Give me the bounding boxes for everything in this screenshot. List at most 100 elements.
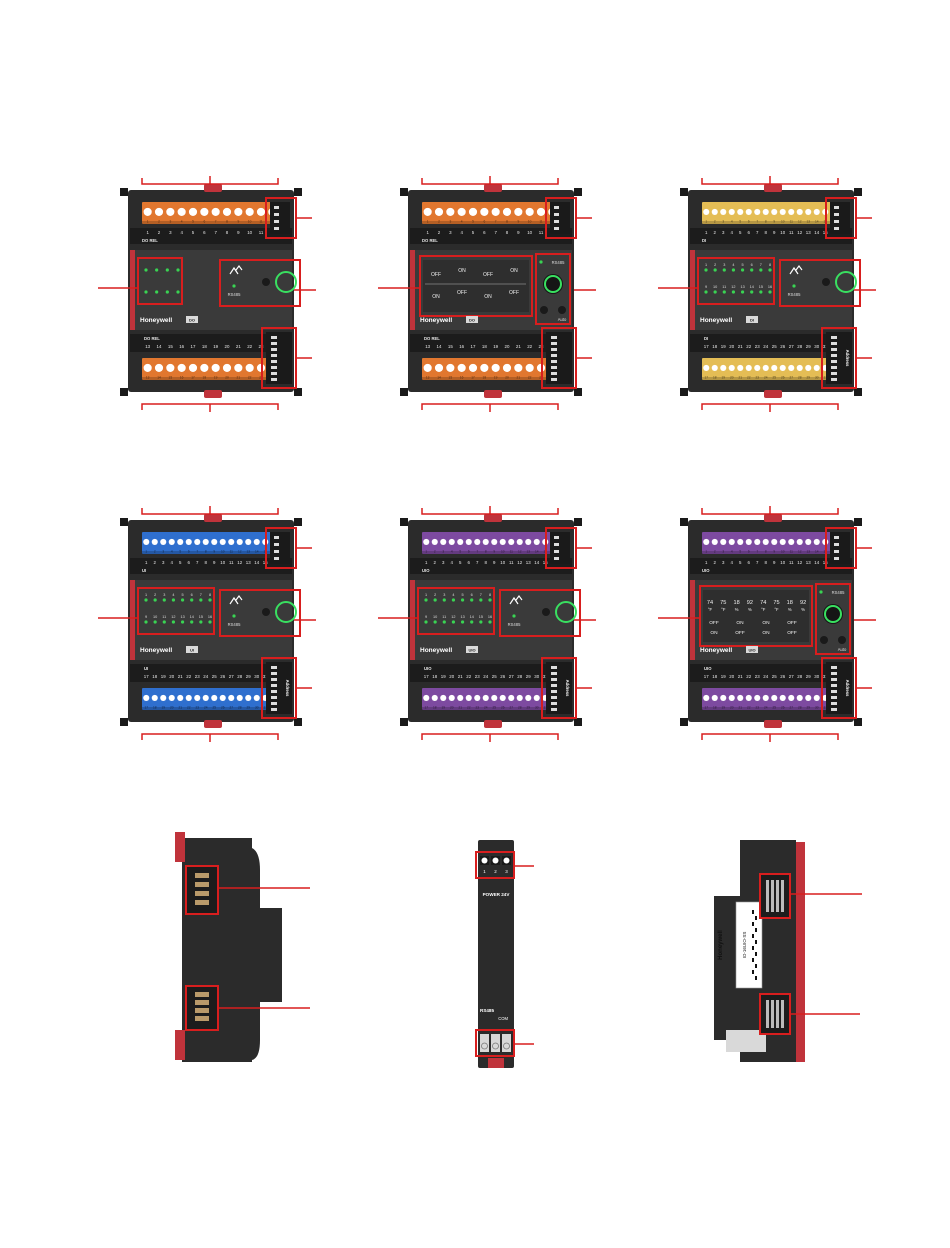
terminal-body	[422, 532, 558, 554]
channel-number: 6	[188, 560, 191, 565]
terminal-screw	[245, 207, 254, 216]
connector-pin	[195, 882, 209, 887]
terminal-screw	[703, 364, 710, 371]
connector-pin	[554, 543, 559, 546]
terminal-number: 14	[535, 550, 539, 554]
led-number: 3	[723, 263, 725, 267]
address-label: Address	[565, 680, 570, 697]
terminal-shadow	[422, 551, 558, 554]
terminal-number: 8	[506, 220, 508, 224]
channel-number: 4	[460, 230, 463, 235]
terminal-number: 5	[739, 550, 741, 554]
terminal-number: 16	[180, 376, 184, 380]
service-icon	[229, 595, 243, 605]
dip-switch	[271, 372, 277, 375]
connector-pin	[195, 1016, 209, 1021]
connector-pin	[834, 550, 839, 553]
channel-number: 29	[806, 344, 811, 349]
led-number: 7	[200, 593, 202, 597]
channel-number: 18	[482, 344, 487, 349]
connector-pin	[274, 543, 279, 546]
terminal-body	[422, 202, 558, 224]
terminal-screw	[143, 363, 152, 372]
connector-pin	[195, 891, 209, 896]
led-group-callout	[137, 587, 215, 635]
status-led	[460, 598, 465, 602]
io-module-uio-lcd: 1234567891011121314151612345678910111213…	[658, 506, 876, 742]
address-label: Address	[845, 680, 850, 697]
terminal-number: 23	[755, 706, 759, 710]
auto-label: Auto	[838, 647, 847, 652]
connector-pin	[274, 557, 279, 560]
terminal-screw	[202, 694, 209, 701]
status-led	[144, 290, 148, 294]
terminal-number: 28	[518, 706, 522, 710]
terminal-number: 1	[705, 550, 707, 554]
dip-switch	[271, 342, 277, 345]
terminal-screw	[194, 538, 201, 545]
led-number: 10	[433, 615, 437, 619]
channel-number: 1	[705, 230, 708, 235]
channel-number: 10	[780, 560, 785, 565]
terminal-screw	[788, 694, 795, 701]
terminal-number: 1	[483, 869, 486, 874]
terminal-screw	[796, 694, 803, 701]
terminal-body	[142, 358, 278, 380]
reset-button	[542, 608, 550, 616]
terminal-number: 11	[539, 220, 543, 224]
bottom-terminal-bracket	[141, 403, 279, 412]
channel-number: 8	[205, 560, 208, 565]
address-switch-block	[826, 662, 852, 714]
channel-number: 22	[746, 344, 751, 349]
status-led	[704, 268, 708, 272]
comm-callout	[499, 589, 581, 637]
terminal-shadow	[142, 707, 278, 710]
terminal-number: 7	[756, 550, 758, 554]
lcd-value: 18	[787, 600, 793, 606]
terminal-number: 19	[214, 376, 218, 380]
channel-number: 3	[722, 560, 725, 565]
din-rail-clip	[796, 842, 805, 1062]
terminal-number: 8	[226, 220, 228, 224]
dip-switch	[551, 684, 557, 687]
din-clip	[294, 518, 302, 526]
terminal-screw	[185, 694, 192, 701]
channel-number: 14	[814, 230, 819, 235]
channel-number: 28	[797, 344, 802, 349]
channel-number: 31	[543, 674, 548, 679]
reset-button	[262, 278, 270, 286]
lcd-unit: %	[748, 607, 752, 612]
terminal-screw	[177, 207, 186, 216]
terminal-number: 10	[528, 220, 532, 224]
barcode-bar	[752, 970, 754, 974]
connector-pin	[834, 557, 839, 560]
rs485-led	[232, 614, 236, 618]
led-number: 6	[471, 593, 473, 597]
comm-callout	[219, 589, 301, 637]
terminal-screw	[796, 538, 803, 545]
channel-number: 8	[485, 560, 488, 565]
led-number: 10	[153, 615, 157, 619]
terminal-number: 10	[781, 550, 785, 554]
connector-pin	[274, 227, 279, 230]
terminal-number: 5	[179, 550, 181, 554]
status-led	[750, 268, 754, 272]
din-clip	[680, 518, 688, 526]
led-number: 5	[462, 593, 464, 597]
terminal-number: 2	[434, 550, 436, 554]
terminal-screw	[234, 363, 243, 372]
channel-number: 7	[476, 560, 479, 565]
latch-tab	[484, 390, 502, 398]
terminal-number: 3	[169, 220, 171, 224]
terminal-number: 6	[188, 550, 190, 554]
channel-number: 11	[789, 560, 794, 565]
channel-number: 17	[704, 344, 709, 349]
led-group-callout	[697, 257, 775, 305]
terminal-screw	[166, 363, 175, 372]
lcd-state: ON	[736, 620, 744, 626]
terminal-screw	[737, 538, 744, 545]
led-number: 5	[182, 593, 184, 597]
channel-number: 31	[823, 344, 828, 349]
led-number: 13	[740, 285, 744, 289]
channel-number: 18	[712, 674, 717, 679]
